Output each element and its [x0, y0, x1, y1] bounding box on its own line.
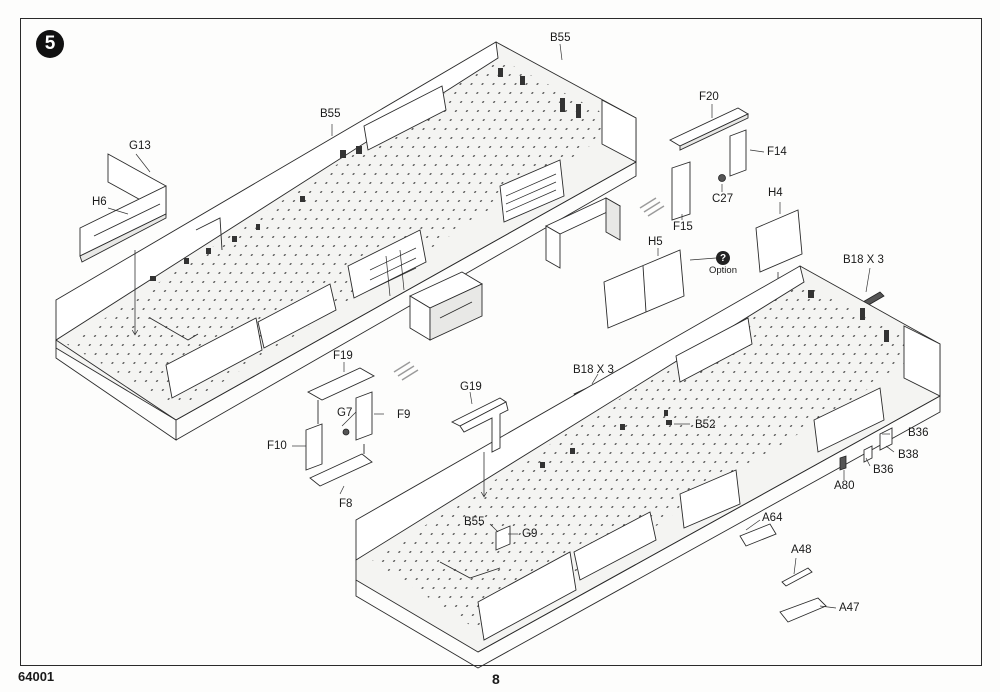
label-f20: F20: [699, 91, 719, 103]
label-g13: G13: [129, 140, 151, 152]
part-a48: [781, 567, 813, 587]
step-number-badge: 5: [36, 30, 64, 58]
label-h4: H4: [768, 187, 783, 199]
label-f8: F8: [339, 498, 353, 510]
label-h5: H5: [648, 236, 663, 248]
part-a47-boat: [779, 597, 827, 623]
label-f15: F15: [673, 221, 693, 233]
lower-small-parts: [495, 427, 893, 623]
part-h4-h5: [603, 209, 803, 329]
part-g13-h6: [79, 153, 167, 263]
part-f19-group: [305, 367, 375, 487]
label-b36-a: B36: [908, 427, 929, 439]
label-f10: F10: [267, 440, 287, 452]
lower-partition-wall: [477, 551, 577, 641]
label-g7: G7: [337, 407, 353, 419]
label-b52: B52: [695, 419, 716, 431]
upper-deck-rivets: [66, 58, 624, 408]
upper-rack-wall: [499, 159, 565, 223]
label-f19: F19: [333, 350, 353, 362]
option-label: Option: [709, 265, 737, 276]
lower-inner-wall: [675, 317, 753, 383]
label-f14: F14: [767, 146, 787, 158]
label-b55-top: B55: [550, 32, 571, 44]
lower-compartment: [573, 511, 657, 581]
label-b55-lower: B55: [464, 516, 485, 528]
label-a80: A80: [834, 480, 855, 492]
label-h6: H6: [92, 196, 107, 208]
upper-compartment: [257, 283, 337, 349]
label-c27: C27: [712, 193, 734, 205]
lower-box-wall: [679, 469, 741, 529]
upper-partition-wall: [165, 317, 263, 399]
part-f20-group: [669, 107, 749, 221]
label-b18-mid: B18 X 3: [573, 364, 614, 376]
upper-box-assembly: [409, 271, 483, 341]
page-frame: [20, 18, 982, 666]
label-a48: A48: [791, 544, 812, 556]
upper-inner-wall: [363, 85, 447, 151]
part-g19: [450, 397, 509, 453]
label-g19: G19: [460, 381, 482, 393]
option-question-icon: ?: [716, 251, 730, 265]
lower-deck-rivets: [372, 282, 928, 636]
leader-lines: [107, 43, 895, 609]
upper-cabinet-part: [545, 197, 621, 269]
lower-rack-wall: [813, 387, 885, 453]
label-a64: A64: [762, 512, 783, 524]
label-g9: G9: [522, 528, 538, 540]
kit-code: 64001: [18, 669, 55, 684]
label-f9: F9: [397, 409, 411, 421]
direction-hatch-arrow: [393, 197, 665, 381]
lower-hull-section: [355, 265, 941, 669]
label-b36-b: B36: [873, 464, 894, 476]
lower-back-wall: [355, 265, 805, 561]
lower-end-wall: [903, 325, 941, 397]
label-a47: A47: [839, 602, 860, 614]
part-a64-boat: [739, 523, 777, 547]
upper-end-wall: [601, 99, 637, 163]
label-b55-left: B55: [320, 108, 341, 120]
page-number: 8: [492, 671, 500, 687]
label-b18-right: B18 X 3: [843, 254, 884, 266]
upper-hull-section: [55, 41, 637, 441]
label-b38: B38: [898, 449, 919, 461]
